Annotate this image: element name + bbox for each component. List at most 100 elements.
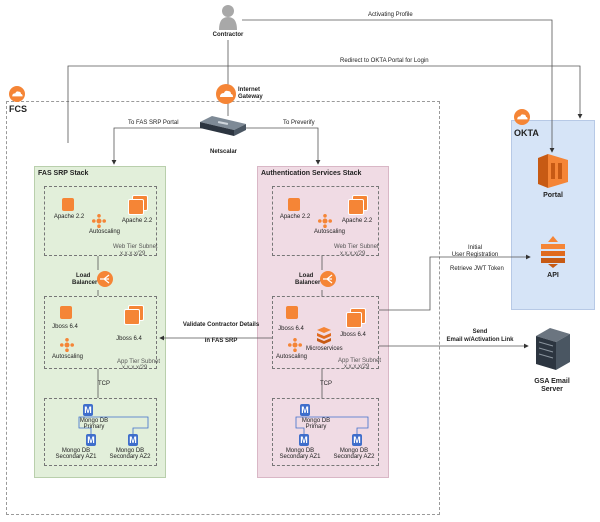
auth-mongo-sec2-icon: M <box>352 434 362 446</box>
auth-mongo-primary-label-2: Primary <box>305 424 327 430</box>
fas-tcp-label: TCP <box>98 381 110 387</box>
fas-mongo-sec1-icon: M <box>86 434 96 446</box>
auth-autoscaling-app-icon <box>288 338 302 352</box>
microservices-label: Microservices <box>306 346 343 352</box>
auth-services-stack <box>257 166 389 478</box>
fas-app-cidr-label: x.x.x.x/29 <box>122 365 148 371</box>
auth-apache-right-icon <box>348 195 368 215</box>
auth-autoscaling-app-label: Autoscaling <box>276 354 308 360</box>
contractor-label: Contractor <box>212 32 244 38</box>
line-to-preverify <box>245 127 321 165</box>
activating-profile-label: Activating Profile <box>368 12 413 18</box>
fas-apache-right-icon <box>128 195 148 215</box>
fas-load-balancer-label-1: Load <box>76 273 91 279</box>
internet-gateway-label-2: Gateway <box>238 94 263 100</box>
fas-autoscaling-app-icon <box>60 338 74 352</box>
fas-mongo-primary-icon: M <box>83 404 93 416</box>
fas-jboss-left-icon <box>60 306 72 319</box>
auth-load-balancer-icon <box>320 271 336 287</box>
initial-registration-label-1: Initial <box>467 245 482 251</box>
auth-apache-right-label: Apache 2.2 <box>341 218 373 224</box>
fas-mongo-sec2-icon: M <box>128 434 138 446</box>
auth-db-subnet <box>272 398 379 466</box>
auth-load-balancer-label-2: Balancer <box>295 280 321 286</box>
to-preverify-label: To Preverify <box>283 120 315 126</box>
validate-label-1: Validate Contractor Details <box>182 322 260 328</box>
line-initial-registration <box>379 254 531 311</box>
auth-load-balancer-label-1: Load <box>299 273 314 279</box>
fcs-cloud-icon <box>9 86 25 102</box>
auth-app-cidr-label: x.x.x.x/29 <box>344 364 370 370</box>
portal-label: Portal <box>543 192 563 199</box>
gsa-email-server-icon <box>536 328 570 370</box>
netscalar-device-icon <box>200 116 246 136</box>
gsa-email-label-1: GSA Email <box>534 378 570 385</box>
auth-apache-left-icon <box>288 198 300 211</box>
line-activating-profile <box>242 19 555 153</box>
fas-autoscaling-web-label: Autoscaling <box>89 229 121 235</box>
auth-jboss-left-label: Jboss 6.4 <box>278 326 304 332</box>
contractor-user-icon <box>219 5 237 30</box>
fcs-title: FCS <box>9 104 27 114</box>
gsa-email-label-2: Server <box>541 386 563 393</box>
fas-mongo-primary-label-2: Primary <box>83 424 105 430</box>
line-to-fas-portal <box>111 127 215 165</box>
auth-jboss-right-icon <box>346 308 366 328</box>
line-redirect-okta <box>67 65 583 143</box>
fas-jboss-right-icon <box>124 305 144 325</box>
auth-web-subnet <box>272 186 379 256</box>
fas-autoscaling-app-label: Autoscaling <box>52 354 84 360</box>
okta-title: OKTA <box>514 128 539 138</box>
fas-mongo-sec2-label-1: Mongo DB <box>115 448 145 454</box>
fas-mongo-sec1-label-2: Secondary AZ1 <box>55 454 97 460</box>
auth-mongo-primary-label-1: Mongo DB <box>301 418 331 424</box>
auth-autoscaling-web-icon <box>318 214 332 228</box>
fas-app-subnet <box>44 296 157 369</box>
fas-app-subnet-label: App Tier Subnet <box>117 359 161 365</box>
auth-mongo-sec2-label-1: Mongo DB <box>339 448 369 454</box>
fas-srp-stack <box>34 166 166 478</box>
auth-mongo-sec1-icon: M <box>299 434 309 446</box>
fas-apache-left-icon <box>62 198 74 211</box>
auth-autoscaling-web-label: Autoscaling <box>314 229 346 235</box>
auth-mongo-sec2-label-2: Secondary AZ2 <box>333 454 375 460</box>
fas-stack-title: FAS SRP Stack <box>38 170 89 177</box>
api-label: API <box>547 272 559 279</box>
auth-app-subnet-label: App Tier Subnet <box>338 358 382 364</box>
fas-mongo-primary-label-1: Mongo DB <box>79 418 109 424</box>
internet-gateway-cloud-icon <box>216 84 236 104</box>
auth-web-subnet-label: Web Tier Subnet <box>334 244 379 250</box>
fas-load-balancer-icon <box>97 271 113 287</box>
retrieve-jwt-label: Retrieve JWT Token <box>450 266 504 272</box>
fas-apache-right-label: Apache 2.2 <box>121 218 153 224</box>
fas-apache-left-label: Apache 2.2 <box>53 214 85 220</box>
auth-jboss-left-icon <box>286 306 298 319</box>
okta-portal-icon <box>538 154 568 188</box>
fas-mongo-sec2-label-2: Secondary AZ2 <box>109 454 151 460</box>
auth-mongo-sec1-label-2: Secondary AZ1 <box>279 454 321 460</box>
auth-stack-title: Authentication Services Stack <box>261 170 362 177</box>
okta-cloud-icon <box>514 109 530 125</box>
fas-web-subnet <box>44 186 157 256</box>
to-fas-portal-label: To FAS SRP Portal <box>128 120 179 126</box>
auth-jboss-right-label: Jboss 6.4 <box>340 332 366 338</box>
fas-jboss-left-label: Jboss 6.4 <box>52 324 78 330</box>
fas-load-balancer-label-2: Balancer <box>72 280 98 286</box>
fas-db-subnet <box>44 398 157 466</box>
send-email-label-1: Send <box>472 329 488 335</box>
fas-mongo-sec1-label-1: Mongo DB <box>61 448 91 454</box>
initial-registration-label-2: User Registration <box>451 252 499 258</box>
auth-mongo-sec1-label-1: Mongo DB <box>285 448 315 454</box>
redirect-okta-label: Redirect to OKTA Portal for Login <box>340 58 429 64</box>
auth-mongo-primary-icon: M <box>300 404 310 416</box>
auth-apache-left-label: Apache 2.2 <box>279 214 311 220</box>
fas-web-subnet-label: Web Tier Subnet <box>113 244 158 250</box>
okta-api-icon <box>541 236 565 268</box>
netscalar-label: Netscalar <box>210 149 238 155</box>
fas-web-cidr-label: x.x.x.x/29 <box>120 251 146 257</box>
fas-autoscaling-web-icon <box>92 214 106 228</box>
auth-app-subnet <box>272 296 379 369</box>
internet-gateway-label-1: Internet <box>238 87 261 93</box>
auth-web-cidr-label: x.x.x.x/29 <box>340 251 366 257</box>
